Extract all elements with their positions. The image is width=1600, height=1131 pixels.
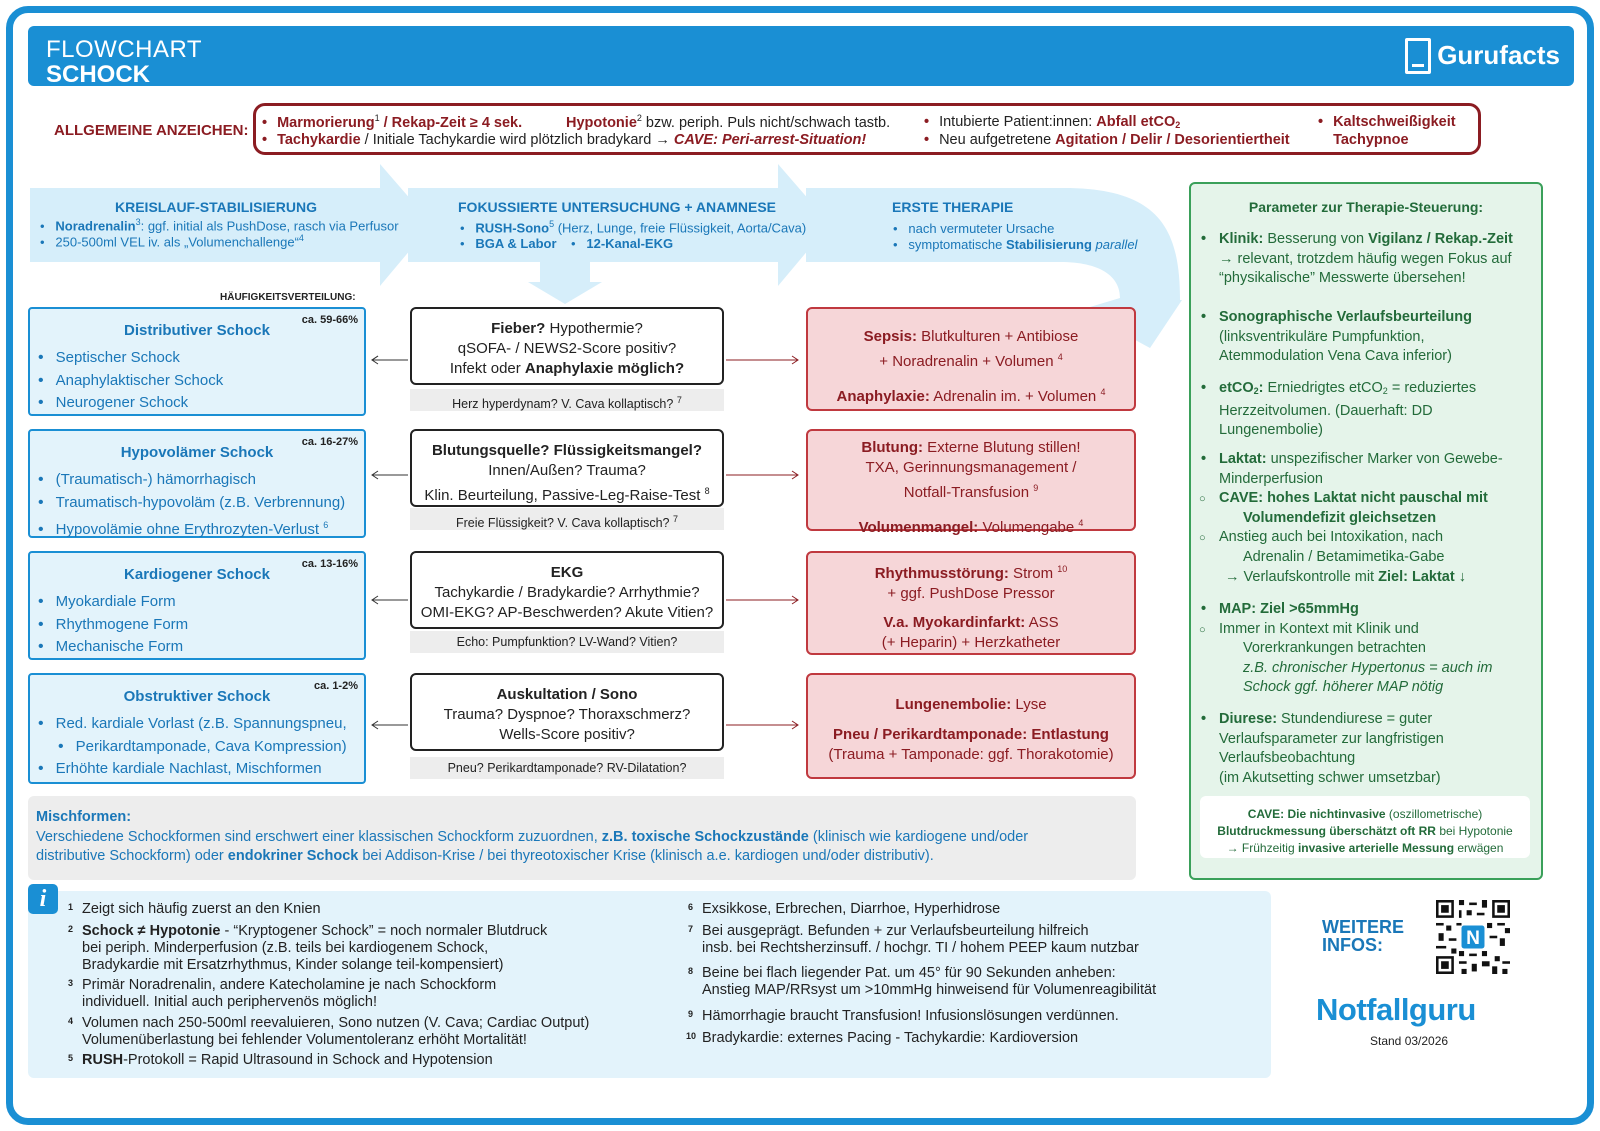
qr-code-icon[interactable]: N <box>1436 900 1510 974</box>
shock-subtype: Erhöhte kardiale Nachlast, Mischformen <box>38 758 347 781</box>
row-connectors <box>371 355 799 730</box>
sono-hint-distributive: Herz hyperdynam? V. Cava kollaptisch? 7 <box>410 389 724 411</box>
sign-agitation: •Neu aufgetretene Agitation / Delir / De… <box>924 132 1290 148</box>
shock-subtype: Hypovolämie ohne Erythrozyten-Verlust 6 <box>38 514 345 542</box>
shock-subtype-continued: Perikardtamponade, Cava Kompression) <box>38 736 347 759</box>
param-klinik: • Klinik: Besserung von Vigilanz / Rekap… <box>1201 231 1513 287</box>
stabilization-volume: • 250-500ml VEL iv. als „Volumenchalleng… <box>40 233 304 250</box>
therapy-box-hypovolemic: Blutung: Externe Blutung stillen! TXA, G… <box>806 429 1136 536</box>
info-icon: i <box>28 884 58 914</box>
sign-hypotonie: Hypotonie2 bzw. periph. Puls nicht/schwa… <box>566 113 891 131</box>
shock-frequency: ca. 1-2% <box>313 680 358 692</box>
document-icon <box>1405 38 1432 74</box>
therapy-title: ERSTE THERAPIE <box>892 199 1014 215</box>
shock-title: Distributiver Schock <box>124 322 270 339</box>
general-signs-label: ALLGEMEINE ANZEICHEN: <box>54 122 249 139</box>
header-title-line1: FLOWCHART <box>46 36 203 63</box>
shock-title: Hypovolämer Schock <box>120 444 274 461</box>
shock-frequency: ca. 13-16% <box>301 558 358 570</box>
cave-blood-pressure-note: CAVE: Die nichtinvasive (oszillometrisch… <box>1200 796 1530 858</box>
examination-title: FOKUSSIERTE UNTERSUCHUNG + ANAMNESE <box>458 199 777 215</box>
param-diurese: • Diurese: Stundendiurese = guter Verlau… <box>1201 711 1444 786</box>
header-bar: FLOWCHART SCHOCK Gurufacts <box>28 26 1574 88</box>
sign-marmorierung: •Marmorierung1 / Rekap-Zeit ≥ 4 sek. <box>262 113 523 131</box>
mixed-forms-title: Mischformen: <box>36 809 132 825</box>
shock-distributive: ca. 59-66% Distributiver Schock Septisch… <box>28 307 366 416</box>
param-map: • MAP: Ziel >65mmHg Immer in Kontext mit… <box>1199 600 1539 698</box>
therapy-cause: • nach vermuteter Ursache <box>893 221 1055 236</box>
shock-subtype: Red. kardiale Vorlast (z.B. Spannungspne… <box>38 713 347 736</box>
therapy-stabilization: • symptomatische Stabilisierung parallel <box>893 237 1138 252</box>
question-box-cardiogenic: EKG Tachykardie / Bradykardie? Arrhythmi… <box>410 551 724 629</box>
question-box-obstructive: Auskultation / Sono Trauma? Dyspnoe? Tho… <box>410 673 724 751</box>
shock-title: Obstruktiver Schock <box>123 688 271 705</box>
param-sono: • Sonographische Verlaufsbeurteilung (li… <box>1201 309 1472 365</box>
shock-subtype: Anaphylaktischer Schock <box>38 370 224 393</box>
shock-subtype: Mechanische Form <box>38 636 188 659</box>
param-laktat: • Laktat: unspezifischer Marker von Gewe… <box>1199 450 1539 587</box>
shock-subtype: Traumatisch-hypovoläm (z.B. Verbrennung) <box>38 492 346 515</box>
version-date: Stand 03/2026 <box>1370 1034 1449 1048</box>
sono-hint-hypovolemic: Freie Flüssigkeit? V. Cava kollaptisch? … <box>410 508 724 530</box>
mixed-forms-line2: distributive Schockform) oder endokriner… <box>36 848 934 864</box>
shock-cardiogenic: ca. 13-16% Kardiogener Schock Myokardial… <box>28 551 366 660</box>
notfallguru-logo: Notfallguru <box>1316 992 1476 1027</box>
therapy-box-obstructive: Lungenembolie: Lyse Pneu / Perikardtampo… <box>806 673 1136 779</box>
gurufacts-brand: Gurufacts <box>1437 40 1560 71</box>
sign-kaltschweiss: •Kaltschweißigkeit <box>1318 114 1456 130</box>
sign-etco2: •Intubierte Patient:innen: Abfall etCO2 <box>924 114 1181 130</box>
sign-tachykardie: •Tachykardie / Initiale Tachykardie wird… <box>262 132 867 148</box>
sono-hint-cardiogenic: Echo: Pumpfunktion? LV-Wand? Vitien? <box>410 631 724 653</box>
parameters-title: Parameter zur Therapie-Steuerung: <box>1248 199 1484 215</box>
param-etco2: • etCO2: Erniedrigtes etCO2 = reduzierte… <box>1201 380 1477 439</box>
question-box-hypovolemic: Blutungsquelle? Flüssigkeitsmangel? Inne… <box>410 429 724 507</box>
shock-subtype: (Traumatisch-) hämorrhagisch <box>38 469 345 492</box>
footnotes-panel <box>28 891 1271 1078</box>
examination-rush: • RUSH-Sono5 (Herz, Lunge, freie Flüssig… <box>460 219 807 236</box>
shock-subtype: Myokardiale Form <box>38 591 188 614</box>
arrow-down-to-questions <box>528 262 602 304</box>
qr-center-letter: N <box>1466 928 1480 949</box>
therapy-box-distributive: Sepsis: Blutkulturen + Antibiose + Norad… <box>806 307 1136 411</box>
shock-title: Kardiogener Schock <box>124 566 270 583</box>
shock-subtype: Rhythmogene Form <box>38 614 189 637</box>
sono-hint-obstructive: Pneu? Perikardtamponade? RV-Dilatation? <box>410 757 724 779</box>
shock-frequency: ca. 59-66% <box>301 314 358 326</box>
gurufacts-logo: Gurufacts <box>1405 38 1560 74</box>
arrow-examination <box>408 164 830 286</box>
therapy-parameters-panel: Parameter zur Therapie-Steuerung: • Klin… <box>1189 182 1543 880</box>
arrow-stabilization <box>30 164 432 286</box>
sign-tachypnoe: •Tachypnoe <box>1333 132 1409 148</box>
stabilization-title: KREISLAUF-STABILISIERUNG <box>115 199 317 215</box>
question-box-distributive: Fieber? Hypothermie? qSOFA- / NEWS2-Scor… <box>410 307 724 385</box>
mixed-forms-box: Mischformen: Verschiedene Schockformen s… <box>28 796 1136 880</box>
mixed-forms-line1: Verschiedene Schockformen sind erschwert… <box>36 828 1029 845</box>
examination-bga: • BGA & Labor • 12-Kanal-EKG <box>460 236 674 251</box>
shock-hypovolemic: ca. 16-27% Hypovolämer Schock (Traumatis… <box>28 429 366 538</box>
stabilization-noradrenalin: • Noradrenalin3: ggf. initial als PushDo… <box>40 217 399 234</box>
shock-frequency: ca. 16-27% <box>301 436 358 448</box>
shock-subtype: Neurogener Schock <box>38 392 223 415</box>
general-signs-box: •Marmorierung1 / Rekap-Zeit ≥ 4 sek. Hyp… <box>253 103 1481 155</box>
header-title-line2: SCHOCK <box>46 61 151 88</box>
therapy-box-cardiogenic: Rhythmusstörung: Strom 10 + ggf. PushDos… <box>806 551 1136 655</box>
shock-obstructive: ca. 1-2% Obstruktiver Schock Red. kardia… <box>28 673 366 784</box>
shock-subtype: Septischer Schock <box>38 347 223 370</box>
frequency-label: HÄUFIGKEITSVERTEILUNG: <box>220 292 356 303</box>
